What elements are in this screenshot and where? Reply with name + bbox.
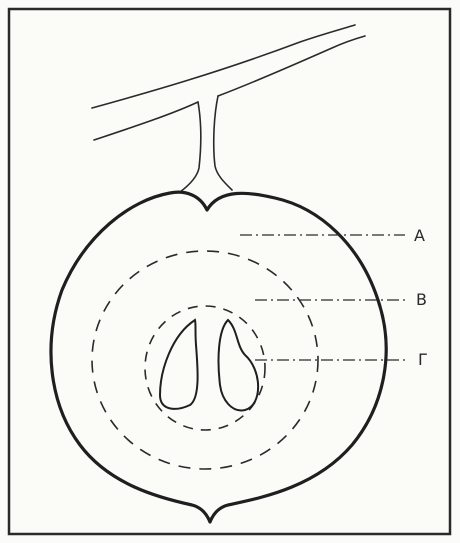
label-b: B [416, 292, 427, 308]
label-gamma: Γ [418, 352, 427, 368]
stalk-right [214, 96, 232, 190]
branch-lower-edge-left [94, 102, 198, 140]
branch-upper-edge [92, 25, 355, 108]
branch [92, 25, 365, 140]
stalk-left [180, 102, 201, 192]
diagram-frame [9, 9, 450, 534]
locule-left [160, 320, 198, 409]
stalk [180, 96, 232, 192]
leader-lines [240, 235, 405, 360]
label-a: A [414, 228, 425, 244]
locule-right [219, 320, 259, 410]
